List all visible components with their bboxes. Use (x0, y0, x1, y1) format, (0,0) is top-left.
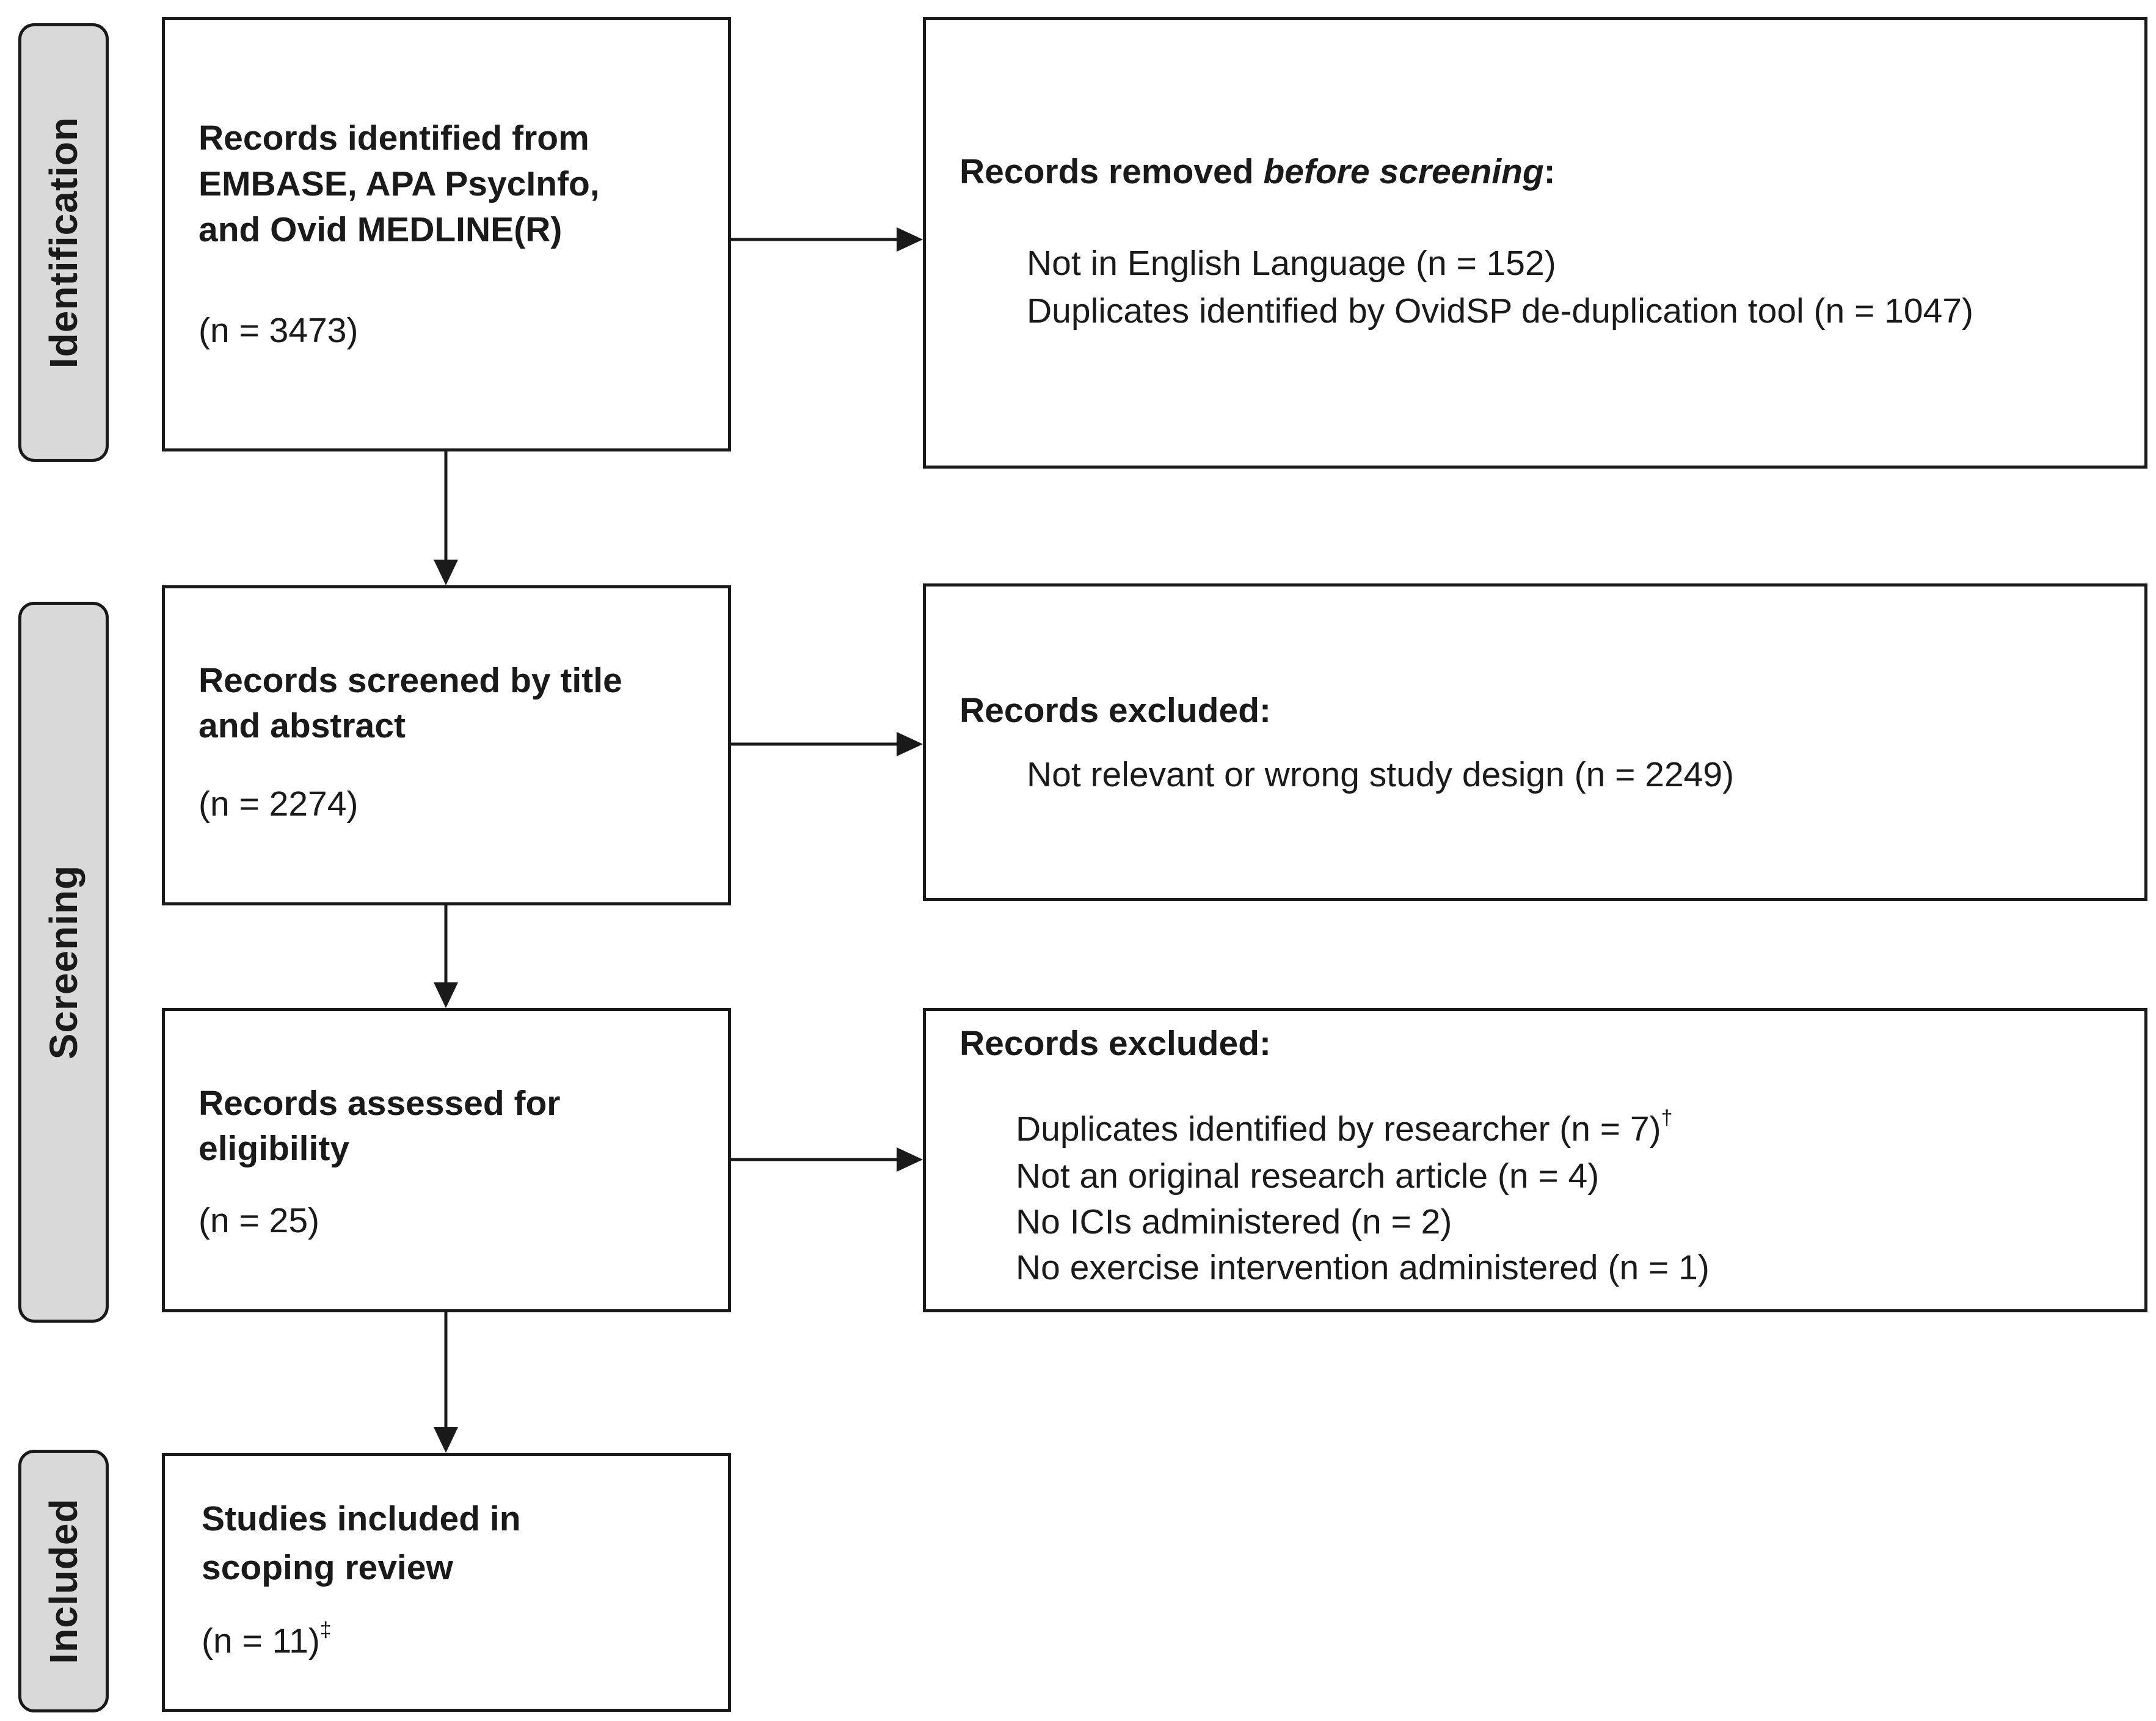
records-screened-box: Records screened by title and abstract (… (162, 585, 731, 905)
excluded-screening-title: Records excluded: (960, 691, 1271, 730)
arrowhead-identified-to-screened (434, 560, 458, 585)
studies-included-box: Studies included in scoping review (n = … (162, 1453, 731, 1712)
screened-line-2: and abstract (198, 706, 406, 745)
dagger-footnote-mark: † (1661, 1106, 1673, 1130)
excluded-eligibility-item-4: No exercise intervention administered (n… (1016, 1248, 1710, 1287)
identified-line-3: and Ovid MEDLINE(R) (198, 210, 563, 249)
arrowhead-assessed-to-included (434, 1427, 458, 1453)
arrowhead-screened-to-assessed (434, 982, 458, 1008)
arrowhead-screened-to-excluded (897, 732, 923, 756)
screened-line-1: Records screened by title (198, 661, 622, 700)
included-line-2: scoping review (202, 1548, 453, 1587)
excluded-eligibility-item-2: Not an original research article (n = 4) (1016, 1156, 1600, 1196)
screened-count: (n = 2274) (198, 784, 359, 824)
records-assessed-box: Records assessed for eligibility (n = 25… (162, 1008, 731, 1312)
records-removed-box: Records removed before screening: Not in… (923, 17, 2147, 469)
stage-screening: Screening (18, 602, 109, 1323)
excluded-eligibility-title: Records excluded: (960, 1024, 1271, 1063)
identified-line-1: Records identified from (198, 119, 589, 158)
removed-item-2: Duplicates identified by OvidSP de-dupli… (1027, 291, 1973, 331)
excluded-eligibility-item-1: Duplicates identified by researcher (n =… (1016, 1106, 1673, 1149)
included-count: (n = 11)‡ (202, 1618, 332, 1661)
records-identified-box: Records identified from EMBASE, APA Psyc… (162, 17, 731, 451)
excluded-screening-item-1: Not relevant or wrong study design (n = … (1027, 755, 1735, 794)
double-dagger-footnote-mark: ‡ (319, 1618, 332, 1642)
arrowhead-assessed-to-excluded (897, 1147, 923, 1172)
records-excluded-screening-box: Records excluded: Not relevant or wrong … (923, 583, 2147, 901)
identified-line-2: EMBASE, APA PsycInfo, (198, 164, 600, 203)
assessed-line-1: Records assessed for (198, 1084, 561, 1123)
arrowhead-identified-to-removed (897, 227, 923, 252)
assessed-line-2: eligibility (198, 1129, 350, 1168)
identified-count: (n = 3473) (198, 311, 359, 350)
stage-included: Included (18, 1450, 109, 1712)
assessed-count: (n = 25) (198, 1201, 320, 1240)
excluded-eligibility-item-3: No ICIs administered (n = 2) (1016, 1202, 1452, 1241)
stage-identification: Identification (18, 23, 109, 462)
removed-item-1: Not in English Language (n = 152) (1027, 244, 1556, 283)
included-line-1: Studies included in (202, 1499, 521, 1538)
records-excluded-eligibility-box: Records excluded: Duplicates identified … (923, 1008, 2147, 1312)
removed-title: Records removed before screening: (960, 152, 1556, 191)
